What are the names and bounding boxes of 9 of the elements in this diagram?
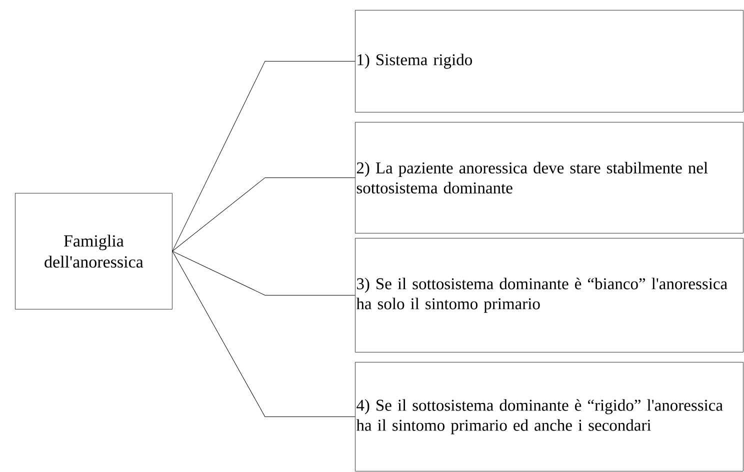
connector-line — [172, 250, 356, 417]
statement-box: 4) Se il sottosistema dominante è “rigido” l'anoressica ha il sintomo primario ed anche i secondari — [355, 362, 744, 472]
statement-box: 2) La paziente anoressica deve stare stabilmente nel sottosistema dominante — [355, 122, 744, 234]
family-box: Famiglia dell'anoressica — [15, 193, 172, 310]
connector-line — [172, 60, 356, 252]
connector-line — [172, 250, 356, 296]
statement-box: 3) Se il sottosistema dominante è “bianco” l'anoressica ha solo il sintomo primario — [355, 238, 744, 352]
statement-box: 1) Sistema rigido — [355, 10, 744, 112]
connector-line — [172, 177, 356, 252]
